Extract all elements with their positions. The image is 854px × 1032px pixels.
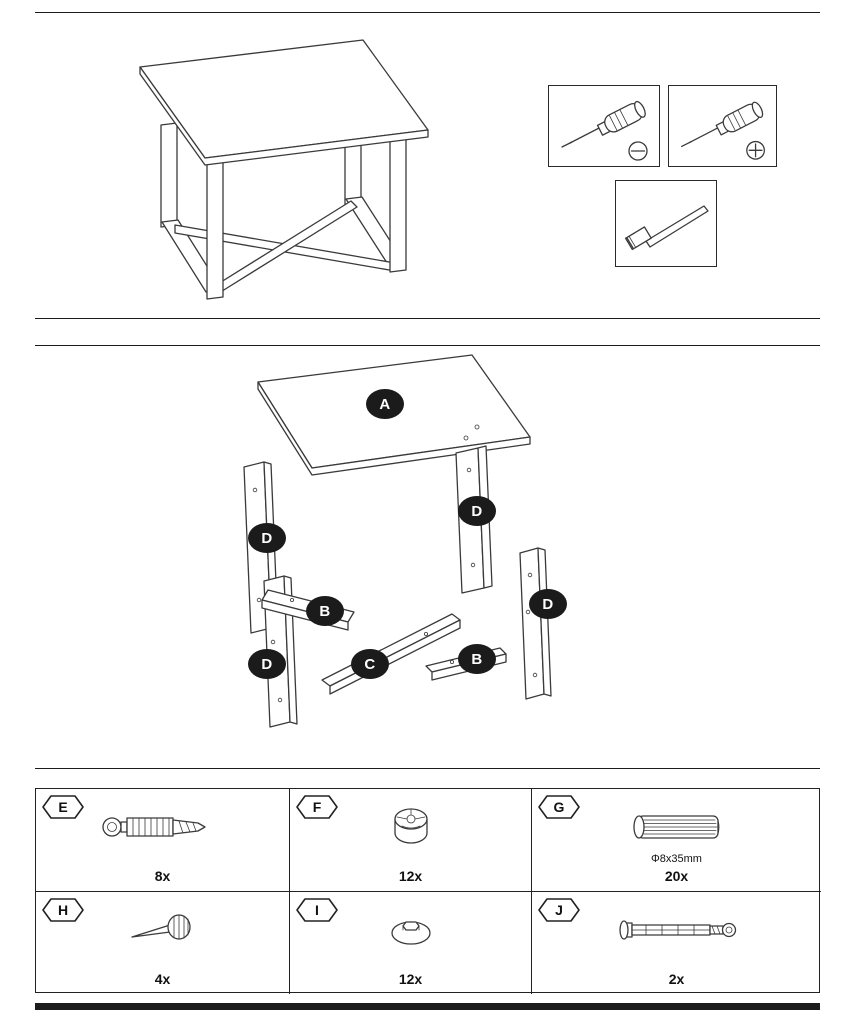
- svg-text:J: J: [555, 902, 563, 918]
- part-label-b-1: B: [306, 596, 344, 626]
- minus-symbol: [628, 141, 648, 161]
- cam-bolt-icon: [101, 817, 206, 837]
- section-divider-1b: [35, 345, 820, 346]
- top-rule: [35, 12, 820, 13]
- hardware-cell-j: J 2x: [532, 892, 821, 994]
- qty-h: 4x: [154, 971, 171, 987]
- table-leg: [389, 134, 407, 273]
- section-divider-1a: [35, 318, 820, 319]
- hammer-icon: [624, 205, 709, 251]
- assembled-table-drawing: [139, 39, 429, 300]
- connector-bolt-icon: [618, 920, 736, 940]
- svg-text:I: I: [315, 902, 319, 918]
- round-glide-icon: [390, 921, 431, 945]
- part-label-d-4: D: [248, 649, 286, 679]
- svg-text:E: E: [58, 799, 67, 815]
- svg-text:F: F: [313, 799, 322, 815]
- qty-j: 2x: [668, 971, 685, 987]
- part-label-b-2: B: [458, 644, 496, 674]
- hardware-cell-e: E 8x: [36, 789, 290, 892]
- qty-e: 8x: [154, 868, 171, 884]
- svg-text:G: G: [554, 799, 565, 815]
- tack-nail-icon: [130, 914, 191, 940]
- cam-lock-icon: [393, 808, 428, 844]
- table-leg: [160, 122, 178, 228]
- qty-i: 12x: [398, 971, 423, 987]
- tool-box-hammer: [615, 180, 717, 267]
- qty-g: 20x: [664, 868, 689, 884]
- dowel-size: Φ8x35mm: [651, 853, 702, 865]
- tabletop-edge: [139, 66, 429, 166]
- part-label-d-1: D: [458, 496, 496, 526]
- table-leg: [206, 156, 224, 300]
- section-divider-2: [35, 768, 820, 769]
- flat-screwdriver-icon: [561, 100, 648, 161]
- part-badge-j: J: [538, 898, 580, 922]
- hardware-table: E 8x: [35, 788, 821, 994]
- part-badge-i: I: [296, 898, 338, 922]
- qty-f: 12x: [398, 868, 423, 884]
- svg-text:H: H: [58, 902, 68, 918]
- part-badge-f: F: [296, 795, 338, 819]
- tool-box-phillips-screwdriver: [668, 85, 777, 167]
- plus-symbol: [746, 140, 765, 160]
- part-badge-h: H: [42, 898, 84, 922]
- cross-stretcher: [212, 200, 358, 294]
- part-badge-e: E: [42, 795, 84, 819]
- part-label-d-2: D: [248, 523, 286, 553]
- part-label-a: A: [366, 389, 404, 419]
- bottom-rule: [35, 1003, 820, 1010]
- hardware-cell-g: G Φ8x35mm 20x: [532, 789, 821, 892]
- part-label-d-3: D: [529, 589, 567, 619]
- phillips-screwdriver-icon: [681, 101, 765, 160]
- exploded-view-drawing: [243, 354, 552, 728]
- hardware-cell-h: H 4x: [36, 892, 290, 994]
- tool-box-flat-screwdriver: [548, 85, 660, 167]
- part-badge-g: G: [538, 795, 580, 819]
- wood-dowel-icon: [632, 815, 719, 839]
- part-label-c: C: [351, 649, 389, 679]
- hardware-cell-f: F 12x: [290, 789, 532, 892]
- hardware-cell-i: I 12x: [290, 892, 532, 994]
